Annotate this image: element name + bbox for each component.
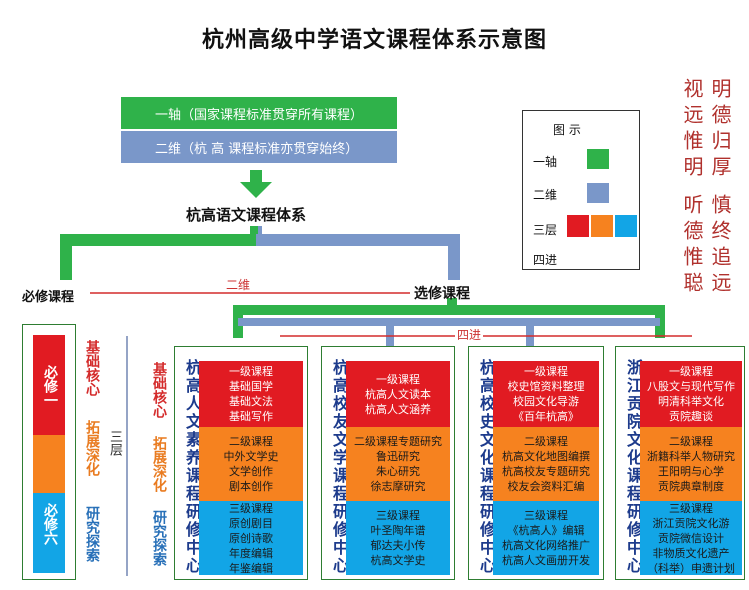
fork-slate-elective xyxy=(256,234,460,280)
dimension-label: 二维 xyxy=(226,278,251,292)
advance-label: 四进 xyxy=(455,326,484,343)
required-layer-blue xyxy=(33,493,65,573)
required-research-label: 研究探索 xyxy=(84,506,100,562)
fork-green-required xyxy=(60,226,262,280)
elective-label: 选修课程 xyxy=(414,286,470,302)
page-title: 杭州高级中学语文课程体系示意图 xyxy=(201,28,547,53)
required-layer-red xyxy=(33,335,65,435)
center-name-3: 杭高校史文化课程研修中心 xyxy=(477,359,496,575)
center-name-4: 浙江贡院文化课程研修中心 xyxy=(624,359,643,575)
legend-title: 图 示 xyxy=(553,123,581,137)
legend-layer1-swatch xyxy=(567,215,589,237)
motto-left-2: 听德惟聪 xyxy=(680,194,704,298)
center-4-level1: 一级课程八股文与现代写作明清科举文化贡院趣谈 xyxy=(640,361,742,427)
center-name-2: 杭高校友文学课程研修中心 xyxy=(330,359,349,575)
center-3-level3: 三级课程《杭高人》编辑杭高文化网络推广杭高人文画册开发 xyxy=(493,501,599,575)
center-box-4: 浙江贡院文化课程研修中心 一级课程八股文与现代写作明清科举文化贡院趣谈 二级课程… xyxy=(615,346,745,580)
required-expand-label: 拓展深化 xyxy=(84,420,100,476)
center-box-2: 杭高校友文学课程研修中心 一级课程杭高人文读本杭高人文涵养 二级课程专题研究鲁迅… xyxy=(321,346,455,580)
legend-dimension-swatch xyxy=(587,183,609,203)
dimension-bar: 二维（杭 高 课程标准亦贯穿始终） xyxy=(121,131,397,163)
legend-advance-label: 四进 xyxy=(533,253,558,267)
legend-box: 图 示 一轴 二维 三层 四进 xyxy=(522,110,640,270)
elective-core-label: 基础核心 xyxy=(151,362,167,418)
required-bottom-label: 必修六 xyxy=(42,503,58,545)
center-box-1: 杭高人文素养课程研修中心 一级课程基础国学基础文法基础写作 二级课程中外文学史文… xyxy=(174,346,308,580)
center-2-level1: 一级课程杭高人文读本杭高人文涵养 xyxy=(346,361,450,427)
elective-research-label: 研究探索 xyxy=(151,510,167,566)
motto-left: 视远惟明 xyxy=(680,78,704,182)
system-title: 杭高语文课程体系 xyxy=(186,206,307,224)
required-core-label: 基础核心 xyxy=(84,340,100,396)
center-box-3: 杭高校史文化课程研修中心 一级课程校史馆资料整理校园文化导游《百年杭高》 二级课… xyxy=(468,346,604,580)
center-2-level3: 三级课程叶圣陶年谱郁达夫小传杭高文学史 xyxy=(346,501,450,575)
axis-bar: 一轴（国家课程标准贯穿所有课程） xyxy=(121,97,397,129)
center-3-level1: 一级课程校史馆资料整理校园文化导游《百年杭高》 xyxy=(493,361,599,427)
center-name-1: 杭高人文素养课程研修中心 xyxy=(183,359,202,575)
required-label: 必修课程 xyxy=(22,290,75,305)
center-3-level2: 二级课程杭高文化地图编撰杭高校友专题研究校友会资料汇编 xyxy=(493,427,599,501)
legend-axis-label: 一轴 xyxy=(533,155,558,169)
required-layer-orange xyxy=(33,435,65,493)
center-4-level3: 三级课程浙江贡院文化游贡院微信设计非物质文化遗产（科举）申遗计划 xyxy=(640,501,742,575)
center-1-level3: 三级课程原创剧目原创诗歌年度编辑年鉴编辑 xyxy=(199,501,303,575)
three-layers-label: 三层 xyxy=(107,430,122,456)
elective-expand-label: 拓展深化 xyxy=(151,436,167,492)
elective-fork-green-right xyxy=(452,305,665,338)
required-column: 必修一 必修六 xyxy=(22,324,76,580)
required-top-label: 必修一 xyxy=(42,365,58,407)
motto-right-2: 慎终追远 xyxy=(708,194,732,298)
down-arrow-icon xyxy=(240,170,272,198)
center-4-level2: 二级课程浙籍科举人物研究王阳明与心学贡院典章制度 xyxy=(640,427,742,501)
center-1-level1: 一级课程基础国学基础文法基础写作 xyxy=(199,361,303,427)
legend-layer2-swatch xyxy=(591,215,613,237)
legend-layers-label: 三层 xyxy=(533,223,558,237)
legend-layer3-swatch xyxy=(615,215,637,237)
legend-axis-swatch xyxy=(587,149,609,169)
legend-dimension-label: 二维 xyxy=(533,188,558,202)
center-2-level2: 二级课程专题研究鲁迅研究朱心研究徐志摩研究 xyxy=(346,427,450,501)
center-1-level2: 二级课程中外文学史文学创作剧本创作 xyxy=(199,427,303,501)
motto-right: 明德归厚 xyxy=(708,78,732,182)
